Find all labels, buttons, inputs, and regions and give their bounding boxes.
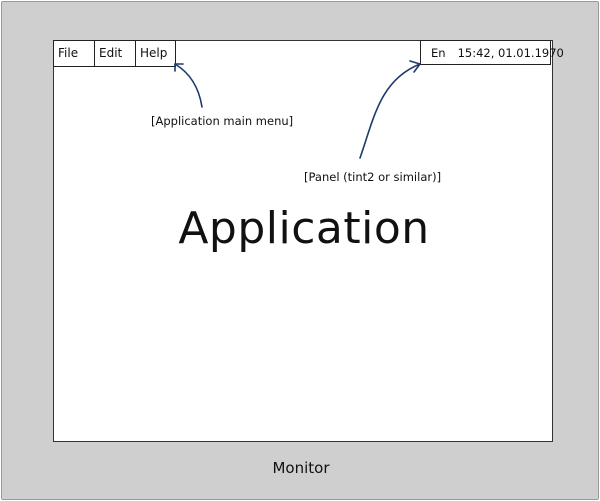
menu-annotation: [Application main menu] — [151, 114, 294, 128]
application-main-menu: File Edit Help — [53, 40, 176, 67]
application-title: Application — [178, 203, 430, 254]
monitor-label: Monitor — [272, 459, 330, 477]
menu-item-file[interactable]: File — [54, 41, 95, 66]
menu-item-edit[interactable]: Edit — [95, 41, 136, 66]
system-panel: En 15:42, 01.01.1970 — [420, 40, 564, 65]
screen — [53, 40, 553, 442]
panel-clock[interactable]: 15:42, 01.01.1970 — [457, 45, 564, 60]
keyboard-layout-indicator[interactable]: En — [431, 45, 446, 60]
menu-item-help[interactable]: Help — [140, 46, 168, 60]
panel-annotation: [Panel (tint2 or similar)] — [304, 170, 442, 184]
